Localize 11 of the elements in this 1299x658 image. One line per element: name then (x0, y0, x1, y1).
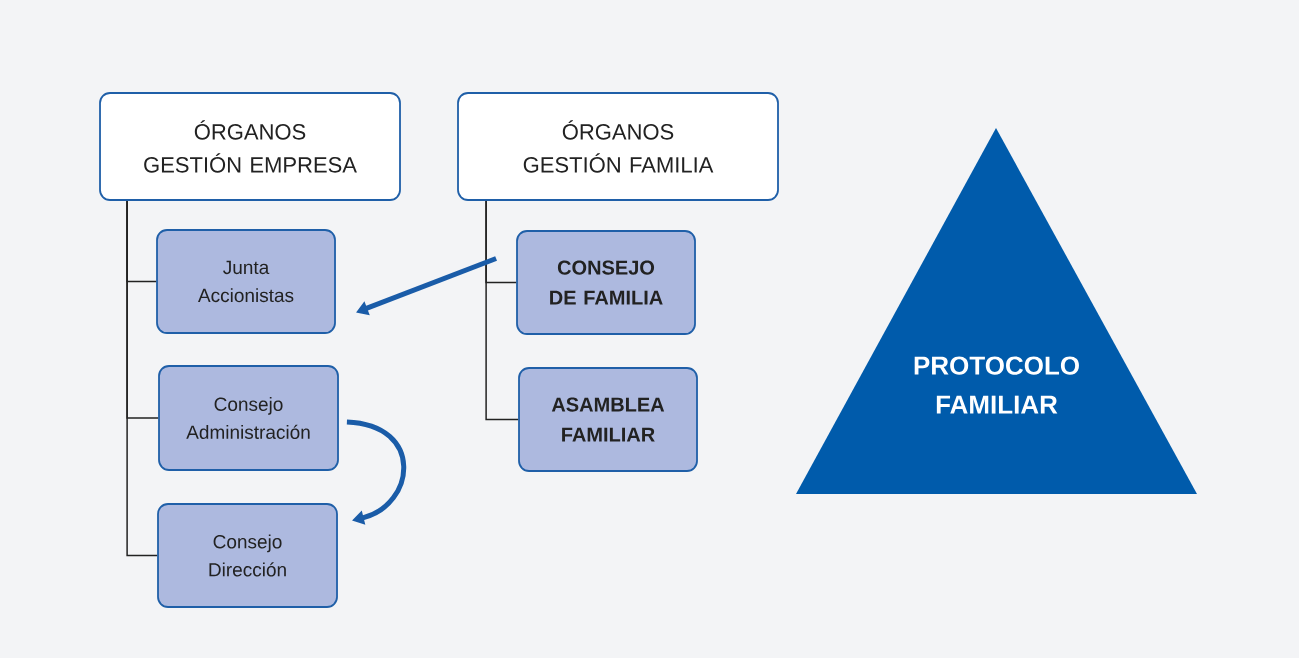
heading-box: ÓRGANOS GESTIÓN EMPRESA (99, 92, 401, 201)
curved-arrow (346, 419, 407, 525)
connector-line (485, 200, 519, 421)
process-box: Junta Accionistas (156, 229, 336, 334)
process-box: ASAMBLEA FAMILIAR (518, 367, 698, 472)
triangle: PROTOCOLO FAMILIAR (796, 128, 1197, 494)
process-box: Consejo Dirección (157, 503, 338, 608)
connector-line (126, 200, 158, 557)
heading-box: ÓRGANOS GESTIÓN FAMILIA (457, 92, 779, 201)
process-box: Consejo Administración (158, 365, 339, 471)
process-box: CONSEJO DE FAMILIA (516, 230, 696, 335)
